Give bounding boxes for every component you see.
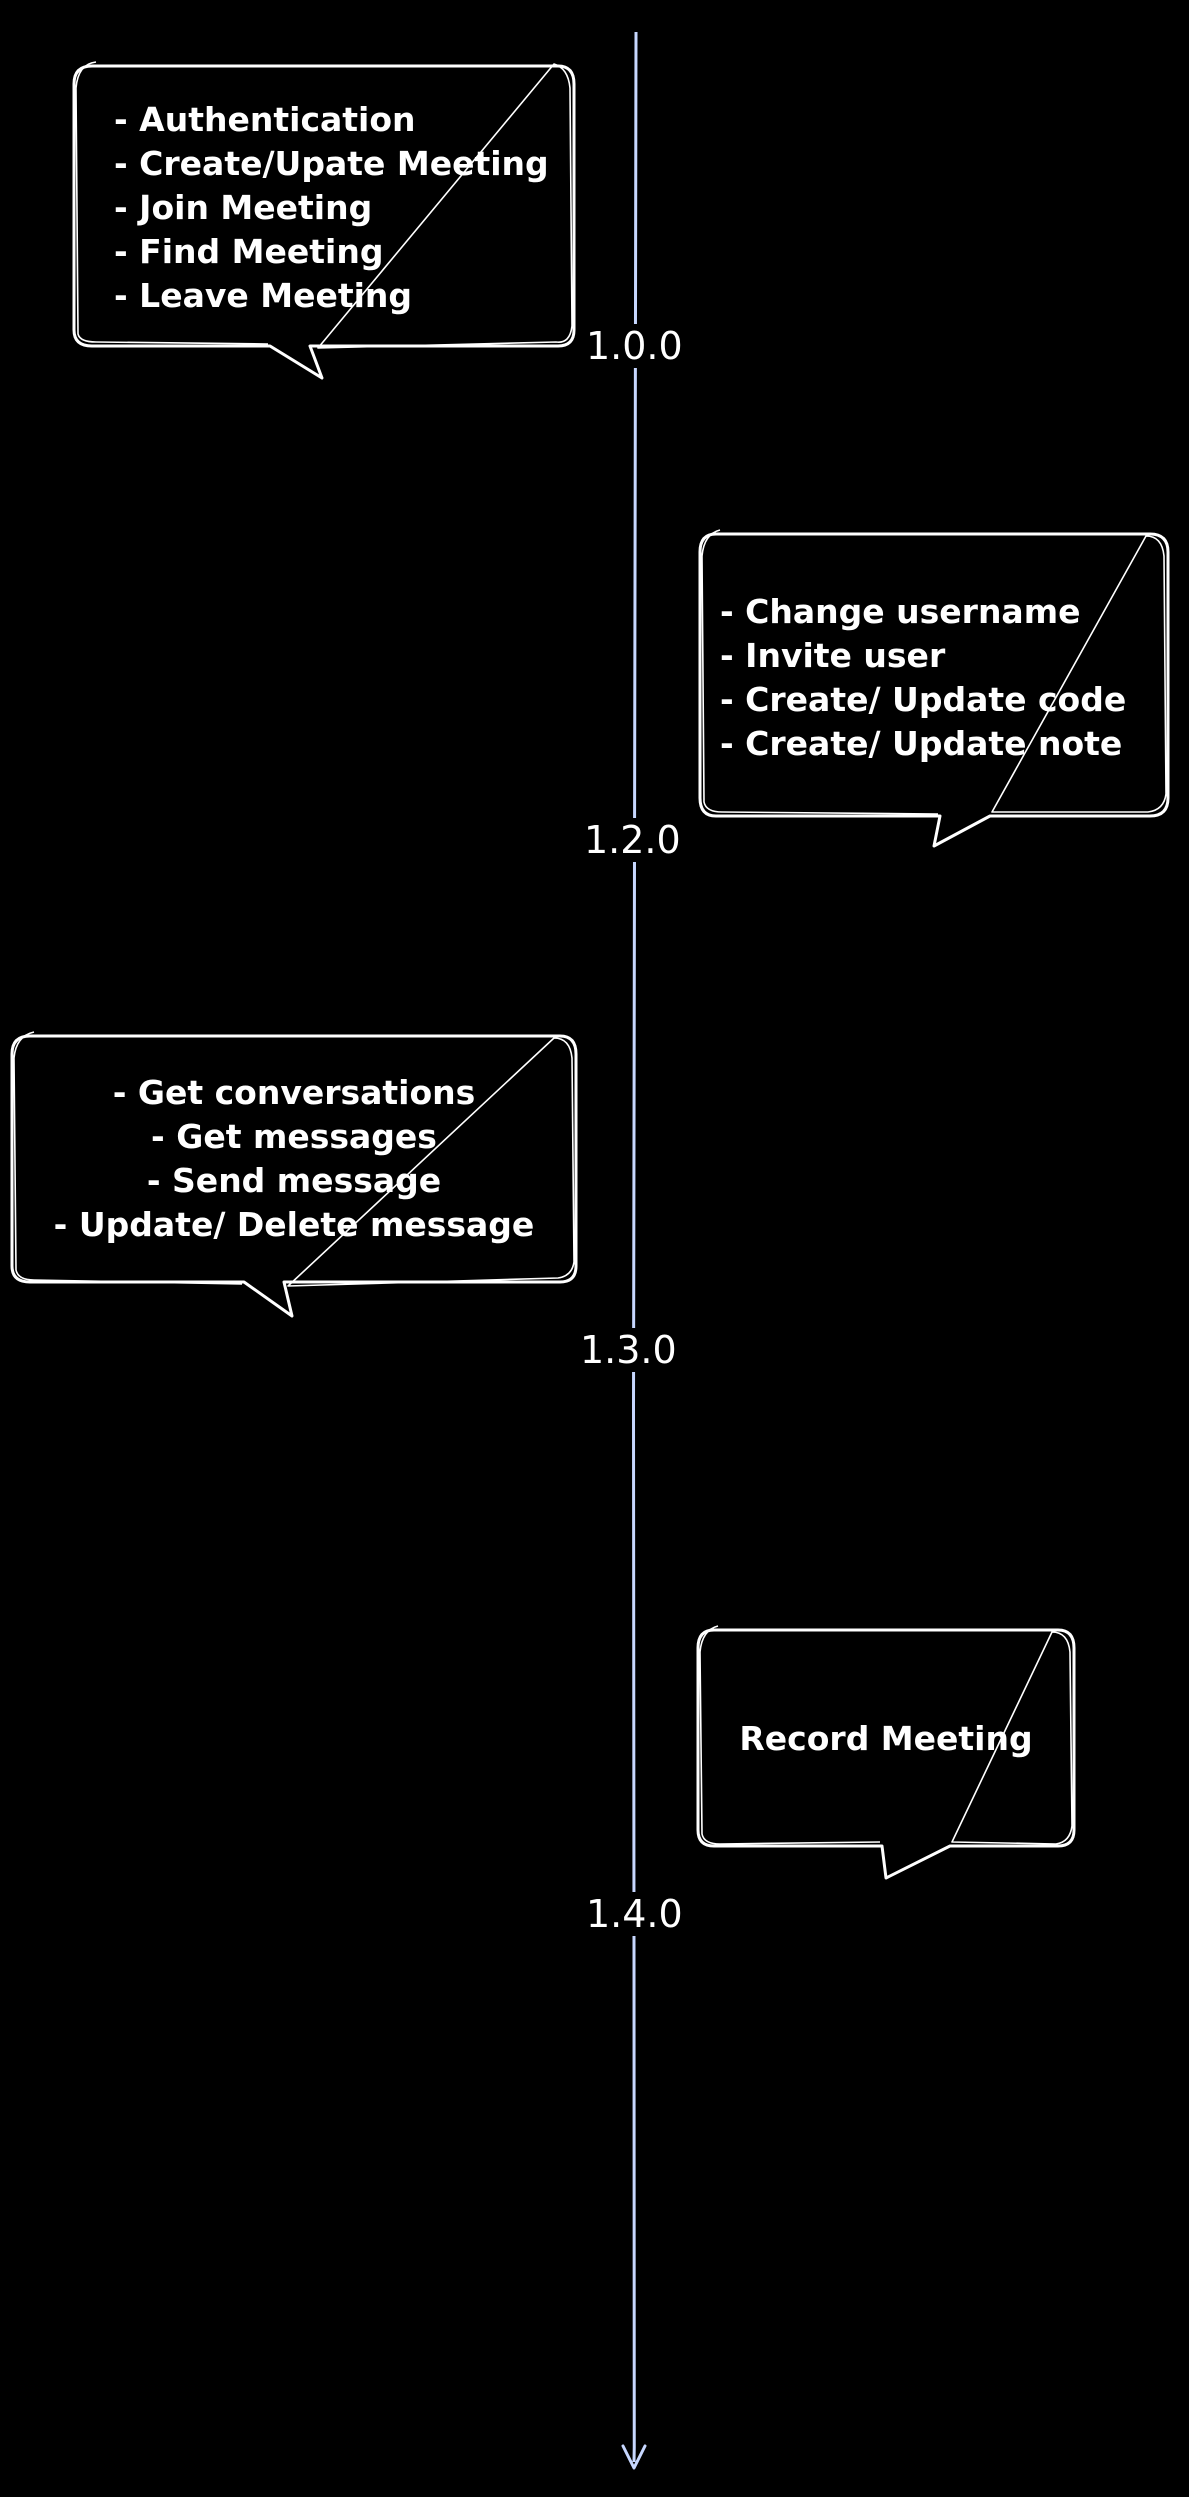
feature-item: - Authentication [114,100,416,139]
feature-item: - Get messages [151,1117,437,1156]
milestone-4-features: Record Meeting [706,1646,1066,1832]
speech-bubble-1 [72,61,576,380]
feature-item: - Create/ Update code [720,680,1127,719]
speech-bubble-4 [696,1625,1076,1880]
milestone-1-features: - Authentication - Create/Upate Meeting … [114,96,564,320]
version-label-1-3-0: 1.3.0 [578,1328,679,1372]
feature-item: - Change username [720,592,1081,631]
speech-bubble-3 [10,1031,578,1318]
timeline-arrowhead [621,2444,647,2470]
feature-item: - Send message [146,1161,442,1200]
feature-item: - Join Meeting [114,188,373,227]
feature-item: - Leave Meeting [114,276,413,315]
feature-item: Record Meeting [739,1719,1033,1758]
milestone-2-features: - Change username - Invite user - Create… [720,568,1160,788]
version-label-1-4-0: 1.4.0 [584,1892,685,1936]
speech-bubble-2 [698,529,1170,848]
timeline-line [631,31,638,2463]
version-label-1-2-0: 1.2.0 [582,818,683,862]
feature-item: - Update/ Delete message [53,1205,535,1244]
feature-item: - Create/ Update note [720,724,1123,763]
feature-item: - Find Meeting [114,232,384,271]
milestone-3-features: - Get conversations - Get messages - Sen… [20,1052,568,1266]
version-label-1-0-0: 1.0.0 [584,324,685,368]
feature-item: - Invite user [720,636,946,675]
feature-item: - Create/Upate Meeting [114,144,549,183]
feature-item: - Get conversations [112,1073,476,1112]
